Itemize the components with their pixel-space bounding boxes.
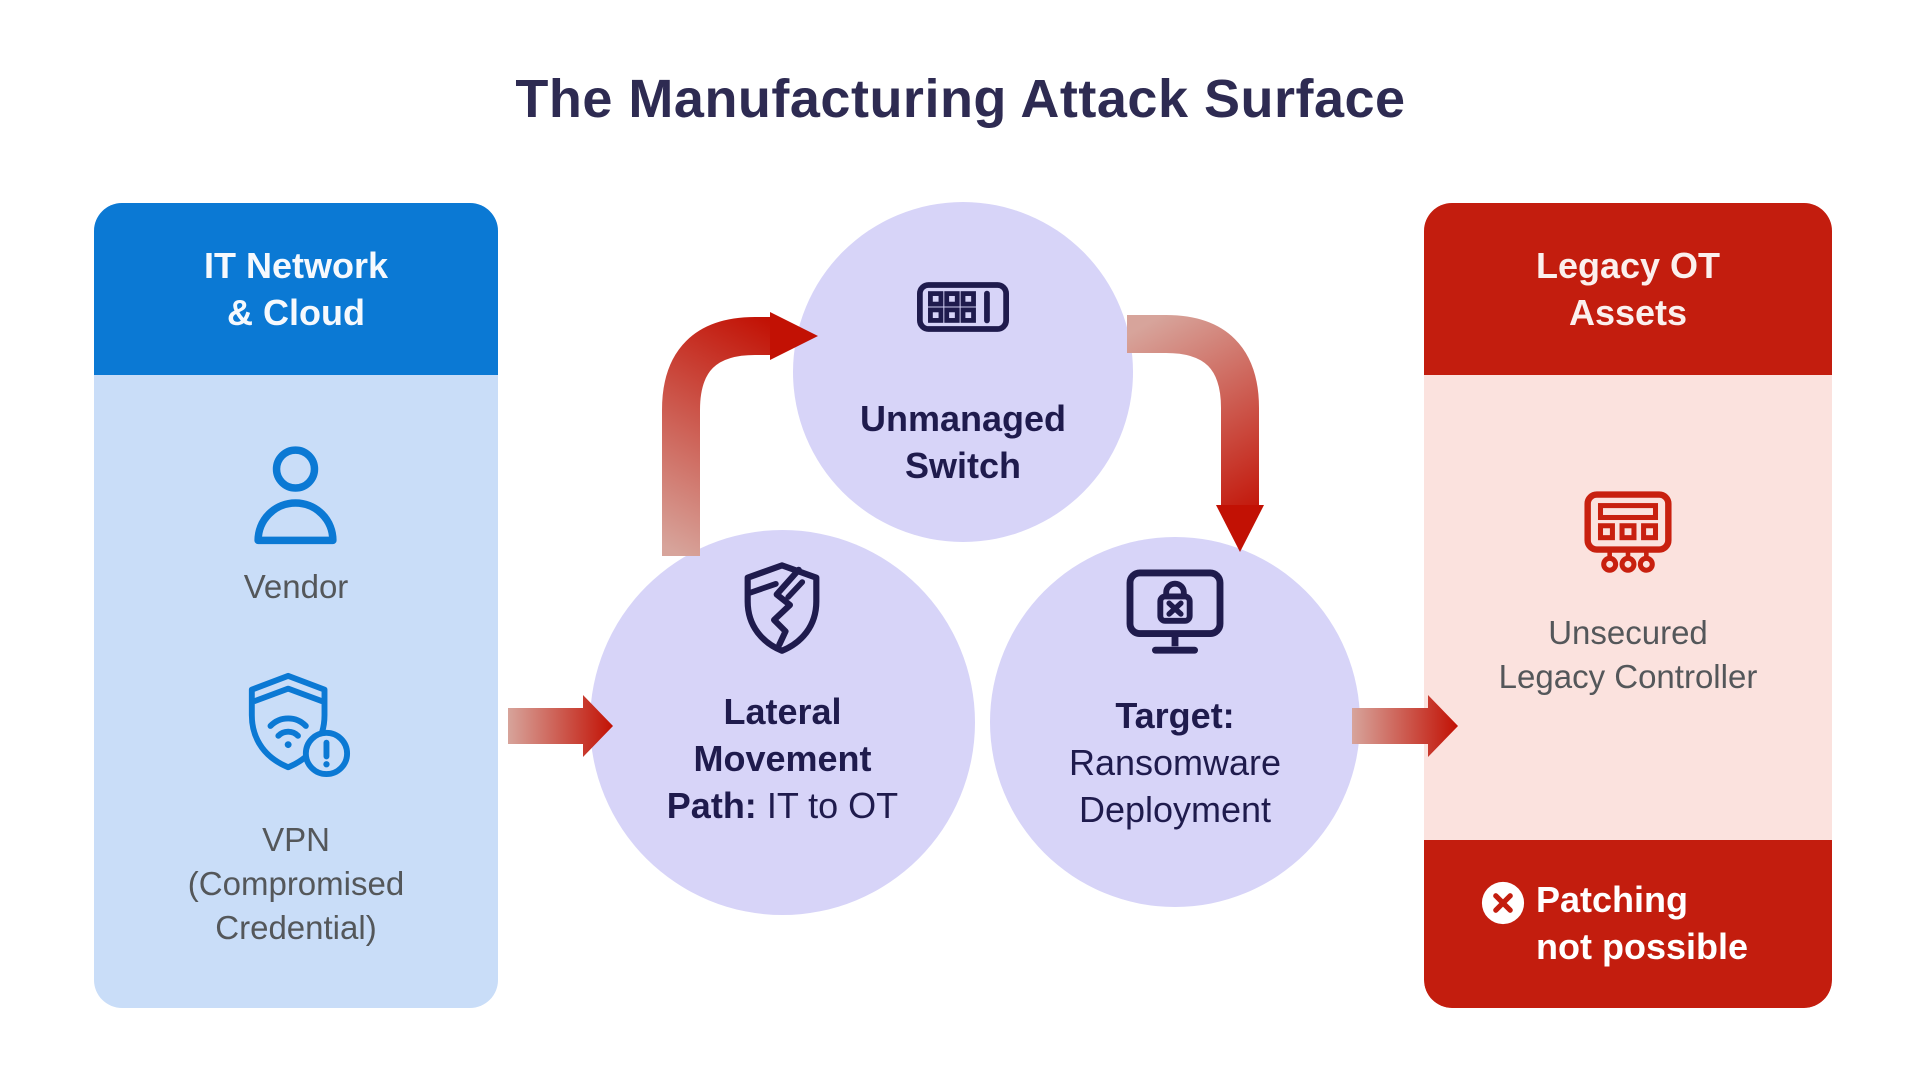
legacy-controller-icon (1584, 491, 1672, 573)
legacy-ot-panel: Legacy OT Assets Unsecured Legacy Contro… (1424, 203, 1832, 1008)
lateral-movement-label: Lateral Movement Path: IT to OT (666, 691, 899, 826)
legacy-ot-header-line1: Legacy OT (1535, 245, 1721, 286)
network-switch-icon (917, 282, 1009, 332)
legacy-ot-header-line2: Assets (1568, 292, 1688, 333)
it-network-header-line1: IT Network (203, 245, 389, 286)
x-circle-icon (1481, 881, 1525, 925)
vpn-label: VPN (Compromised Credential) (187, 821, 405, 946)
it-network-header-line2: & Cloud (227, 292, 365, 333)
vendor-label: Vendor (243, 568, 349, 605)
person-icon (254, 446, 337, 545)
legacy-ot-panel-header: Legacy OT Assets (1424, 203, 1832, 375)
patching-label: Patching not possible (1536, 879, 1749, 967)
unsecured-controller-label: Unsecured Legacy Controller (1498, 614, 1758, 695)
it-network-panel: IT Network & Cloud Vendor VPN (Compromis… (94, 203, 498, 1008)
unmanaged-switch-label: Unmanaged Switch (859, 398, 1067, 486)
patching-footer: Patching not possible (1424, 840, 1832, 1008)
node-target-ransomware: Target: Ransomware Deployment (990, 537, 1360, 907)
it-network-panel-header: IT Network & Cloud (94, 203, 498, 375)
broken-shield-icon (744, 562, 820, 654)
arrow-switch-to-target (1127, 315, 1264, 552)
target-label: Target: Ransomware Deployment (1068, 695, 1282, 830)
page-title: The Manufacturing Attack Surface (515, 69, 1406, 129)
node-lateral-movement: Lateral Movement Path: IT to OT (590, 530, 975, 915)
shield-wifi-alert-icon (248, 672, 351, 778)
node-unmanaged-switch: Unmanaged Switch (793, 202, 1133, 542)
monitor-lock-icon (1126, 569, 1224, 654)
